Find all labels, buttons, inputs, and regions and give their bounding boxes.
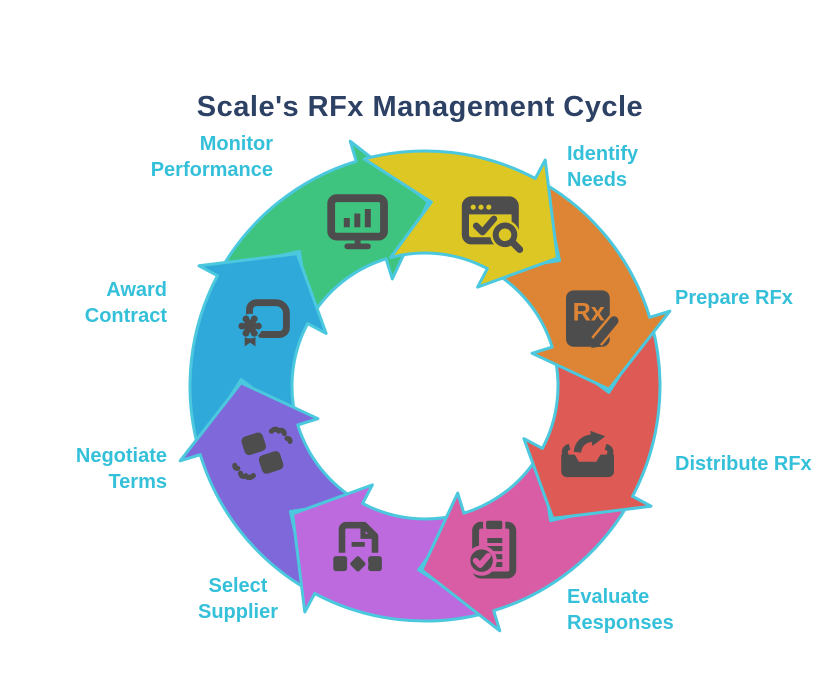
outbox-arrow-icon	[561, 430, 614, 478]
arrow-identify-needs	[362, 149, 559, 289]
label-identify-needs: Identify Needs	[567, 143, 639, 191]
clipboard-check-icon	[466, 517, 517, 579]
monitor-chart-icon	[327, 194, 388, 250]
arrow-negotiate-terms	[178, 381, 360, 591]
browser-search-check-icon	[461, 196, 524, 253]
label-monitor-performance: Monitor Performance	[150, 133, 273, 181]
label-prepare-rfx: Prepare RFx	[675, 287, 793, 309]
label-select-supplier: Select Supplier	[197, 575, 279, 623]
document-handshake-icon	[333, 521, 382, 575]
arrow-prepare-rfx	[490, 181, 672, 391]
rx-pad-pencil-icon: Rx	[566, 290, 621, 348]
fists-negotiation-icon	[232, 426, 293, 481]
label-evaluate-responses: Evaluate Responses	[567, 586, 674, 634]
certificate-ribbon-icon	[237, 299, 290, 347]
arrow-distribute-rfx	[522, 323, 662, 520]
label-distribute-rfx: Distribute RFx	[675, 453, 812, 475]
label-award-contract: Award Contract	[84, 279, 167, 327]
svg-text:Rx: Rx	[573, 298, 605, 326]
label-negotiate-terms: Negotiate Terms	[75, 445, 167, 493]
arrow-award-contract	[188, 252, 328, 449]
arrow-select-supplier	[291, 483, 488, 623]
page-title: Scale's RFx Management Cycle	[196, 91, 644, 124]
arrow-evaluate-responses	[420, 451, 630, 633]
